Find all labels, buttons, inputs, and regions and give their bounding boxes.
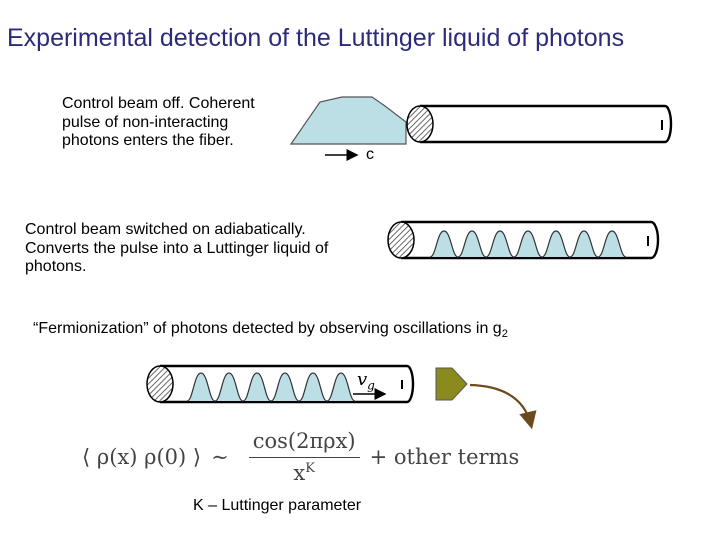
- step3-text: “Fermionization” of photons detected by …: [33, 320, 508, 344]
- speed-c-label: c: [366, 146, 374, 163]
- formula-lhs: ⟨ ρ(x) ρ(0) ⟩: [82, 445, 202, 469]
- luttinger-liquid-peaks: [429, 230, 627, 258]
- step3-text-main: “Fermionization” of photons detected by …: [33, 320, 502, 337]
- luttinger-liquid-peaks-detect: [186, 372, 356, 402]
- formula-sim: ∼: [211, 445, 229, 469]
- coherent-pulse: [289, 96, 407, 145]
- fiber-3-group: [146, 364, 537, 430]
- formula-denominator: xK: [293, 458, 315, 485]
- fiber-2-input-face: [387, 221, 415, 259]
- fiber-1-group: [289, 96, 673, 161]
- formula-fraction: cos(2πρx) xK: [248, 429, 360, 485]
- fiber-2-group: [387, 220, 660, 260]
- fiber-3-input-face: [146, 365, 174, 403]
- luttinger-parameter-note: K – Luttinger parameter: [193, 497, 362, 514]
- slide-title: Experimental detection of the Luttinger …: [7, 24, 625, 52]
- formula-denominator-exp: K: [305, 461, 315, 476]
- group-velocity-label-main: v: [357, 369, 368, 390]
- photodetector-icon: [435, 367, 468, 401]
- group-velocity-label-sub: g: [367, 378, 375, 393]
- formula-denominator-base: x: [293, 461, 306, 485]
- detection-signal-arrow: [469, 383, 537, 430]
- fiber-1-input-face: [406, 105, 434, 143]
- fiber-1-body: [420, 104, 673, 144]
- group-velocity-label: vg: [357, 369, 375, 393]
- correlation-formula: ⟨ ρ(x) ρ(0) ⟩ ∼ cos(2πρx) xK + other ter…: [82, 427, 519, 487]
- formula-tail: + other terms: [369, 445, 520, 469]
- formula-numerator: cos(2πρx): [248, 429, 360, 458]
- step1-text: Control beam off. Coherent pulse of non-…: [62, 95, 255, 149]
- step3-text-sub: 2: [501, 328, 508, 341]
- step2-text: Control beam switched on adiabatically. …: [25, 221, 329, 275]
